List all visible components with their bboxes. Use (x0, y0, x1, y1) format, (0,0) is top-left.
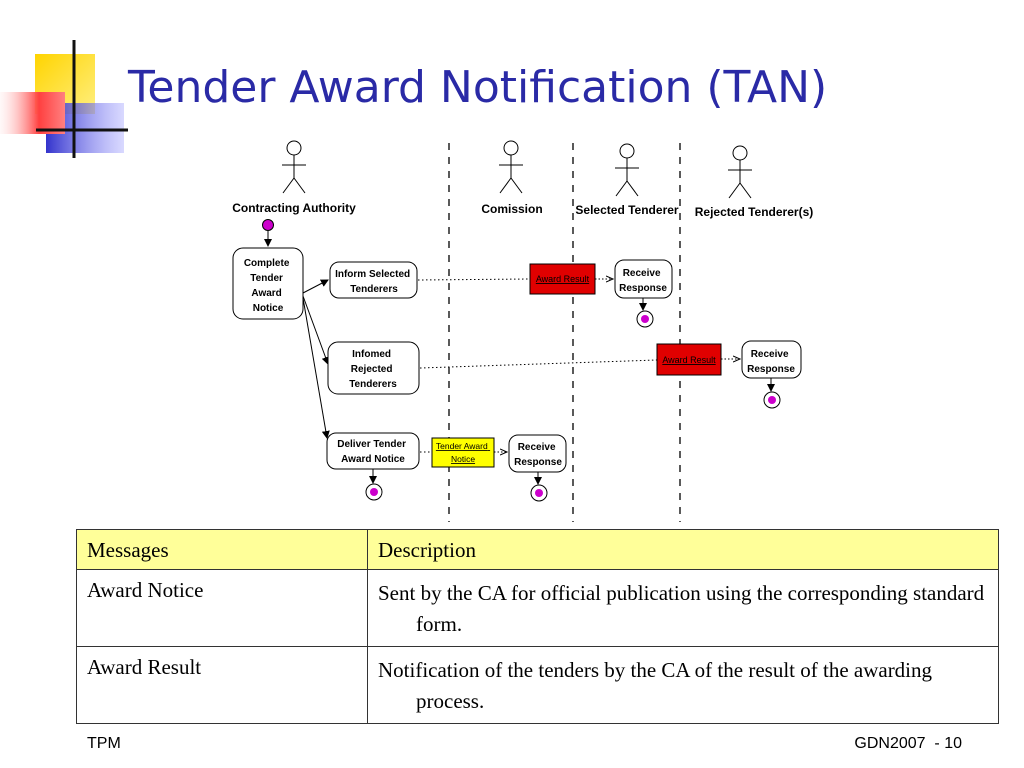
activity-label: Tender (250, 273, 283, 284)
activity-inform-selected-tenderers (329, 261, 418, 299)
table-row: Award Result Notification of the tenders… (76, 646, 999, 724)
slide-logo (0, 40, 128, 158)
svg-text:Complete Tender Award: Complete Tender Award Notice (244, 258, 292, 314)
activity-label: Deliver Tender (337, 439, 406, 450)
table-cell-message: Award Result (76, 646, 368, 724)
activity-diagram: Contracting Authority Comission Selected… (232, 140, 813, 522)
table-header-row: Messages Description (76, 529, 999, 570)
actor-icon (499, 140, 523, 194)
activity-informed-rejected-tenderers (327, 341, 420, 395)
end-node (763, 391, 781, 409)
table-row: Award Notice Sent by the CA for official… (76, 569, 999, 647)
svg-text:Inform Selected Tenderers: Inform Selected Tenderers (335, 269, 413, 295)
end-node (636, 310, 654, 328)
svg-text:Receive Response: Receive Response (514, 442, 562, 468)
lane-label: Comission (481, 202, 542, 216)
svg-text:Deliver Tender Award Notic: Deliver Tender Award Notice (337, 439, 409, 465)
activity-complete-tender-award-notice (232, 247, 304, 320)
svg-text:Tender Award Notice: Tender Award Notice (436, 441, 490, 464)
messages-table: Messages Description Award Notice Sent b… (76, 529, 999, 724)
activity-label: Response (747, 364, 795, 375)
svg-text:Receive Response: Receive Response (747, 349, 795, 375)
activity-label: Receive (751, 349, 789, 360)
activity-label: Receive (623, 268, 661, 279)
footer-left: TPM (87, 735, 121, 752)
message-award-result (656, 343, 722, 376)
message-label: Award Result (536, 274, 590, 284)
lane-label: Rejected Tenderer(s) (695, 205, 813, 219)
lane-label: Selected Tenderer (575, 203, 678, 217)
message-label: Award Result (662, 355, 716, 365)
activity-label: Infomed (352, 349, 391, 360)
start-node (262, 219, 274, 231)
activity-label: Notice (253, 303, 284, 314)
table-cell-description: Notification of the tenders by the CA of… (367, 646, 999, 724)
footer-right: GDN2007 - 10 (854, 735, 962, 752)
description-text: Sent by the CA for official publication … (378, 581, 985, 636)
svg-text:Receive Response: Receive Response (619, 268, 667, 294)
activity-label: Response (619, 283, 667, 294)
activity-label: Inform Selected (335, 269, 410, 280)
activity-label: Response (514, 457, 562, 468)
activity-label: Complete (244, 258, 290, 269)
activity-label: Rejected (351, 364, 393, 375)
lane-label: Contracting Authority (232, 201, 356, 215)
actor-icon (282, 140, 306, 194)
activity-label: Tenderers (349, 379, 397, 390)
message-award-result (529, 263, 596, 295)
end-node (365, 483, 383, 501)
activity-label: Award Notice (341, 454, 405, 465)
message-tender-award-notice (431, 437, 495, 468)
message-label: Notice (451, 454, 475, 464)
actor-icon (728, 145, 752, 199)
activity-label: Receive (518, 442, 556, 453)
table-cell-message: Award Notice (76, 569, 368, 647)
activity-label: Tenderers (350, 284, 398, 295)
table-header: Description (367, 529, 999, 570)
svg-text:Infomed Rejected Tende: Infomed Rejected Tenderers (349, 349, 397, 390)
table-header: Messages (76, 529, 368, 570)
end-node (530, 484, 548, 502)
slide-title: Tender Award Notification (TAN) (128, 62, 828, 113)
description-text: Notification of the tenders by the CA of… (378, 658, 933, 713)
activity-label: Award (251, 288, 281, 299)
actor-icon (615, 143, 639, 197)
table-cell-description: Sent by the CA for official publication … (367, 569, 999, 647)
message-label: Tender Award (436, 441, 488, 451)
